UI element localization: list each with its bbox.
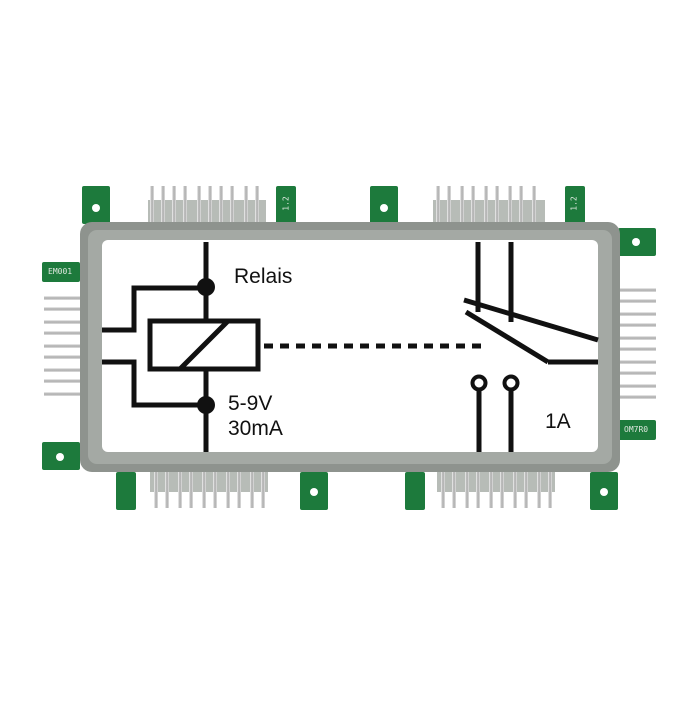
relay-symbol <box>102 242 599 452</box>
top-connector-left <box>148 186 266 224</box>
switch-rating-label: 1A <box>545 410 571 433</box>
component-name-label: Relais <box>234 265 293 288</box>
bottom-connector-left <box>150 468 268 508</box>
top-connector-right <box>433 186 545 224</box>
bottom-connector-right <box>437 468 555 508</box>
version-mark-top-right: 1.2 <box>569 196 579 211</box>
junction-dots <box>197 278 215 414</box>
version-mark-top-left: 1.2 <box>281 196 291 211</box>
junction-dot-top <box>197 278 215 296</box>
code-mark-left: EM001 <box>48 267 73 276</box>
voltage-label: 5-9V <box>228 392 273 415</box>
current-label: 30mA <box>228 417 283 440</box>
code-mark-right: OM7R0 <box>624 425 649 434</box>
mounting-holes <box>56 204 640 496</box>
junction-dot-bottom <box>197 396 215 414</box>
